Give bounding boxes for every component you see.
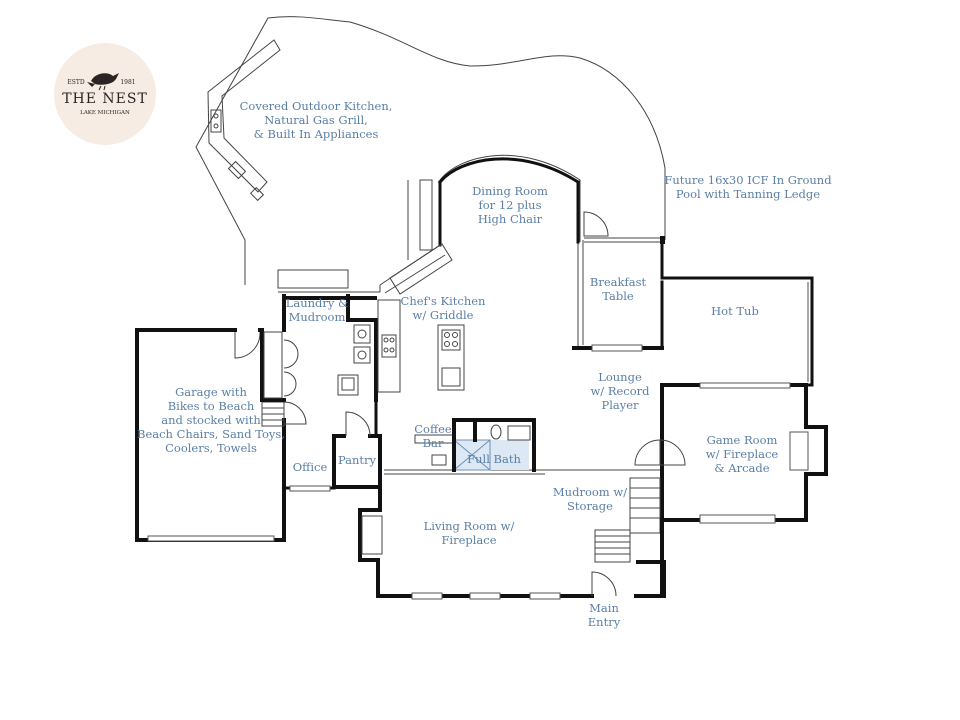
room-label-breakfast: Breakfast <box>590 275 647 289</box>
logo-year: 1981 <box>120 79 135 86</box>
room-label-living-room: Living Room w/ <box>424 519 515 533</box>
room-label-office: Office <box>293 460 328 474</box>
dining-bay-window-inner <box>437 157 581 185</box>
room-label-laundry: Laundry & <box>286 296 349 310</box>
room-label-pool: Future 16x30 ICF In Ground <box>664 173 832 187</box>
toilet-icon <box>490 424 502 440</box>
living-fireplace-icon <box>361 515 383 555</box>
mudroom-bench <box>263 331 283 399</box>
room-label-kitchen: Chef's Kitchen <box>401 294 487 308</box>
room-label-game-room: & Arcade <box>714 461 769 475</box>
room-label-pool: Pool with Tanning Ledge <box>676 187 820 201</box>
main-entry-door <box>591 571 617 597</box>
mudroom-stairs <box>594 477 661 563</box>
room-label-mudroom-storage: Mudroom w/ <box>553 485 627 499</box>
room-label-pantry: Pantry <box>338 453 377 467</box>
living-room-windows <box>411 592 561 600</box>
room-label-garage: Garage with <box>175 385 247 399</box>
lounge-door <box>634 439 661 466</box>
game-room-north-window <box>699 382 791 389</box>
room-label-lounge: Lounge <box>598 370 642 384</box>
room-label-mudroom-storage: Storage <box>567 499 613 513</box>
logo-estd: ESTD <box>67 79 84 86</box>
room-label-living-room: Fireplace <box>441 533 496 547</box>
dining-door-swing <box>583 211 609 237</box>
grill-icon <box>210 109 222 133</box>
room-label-dining: Dining Room <box>472 184 548 198</box>
room-label-dining: High Chair <box>478 212 543 226</box>
logo-place: LAKE MICHIGAN <box>80 110 130 116</box>
room-label-garage: and stocked with <box>161 413 261 427</box>
pantry-door <box>345 411 371 437</box>
room-label-dining: for 12 plus <box>479 198 542 212</box>
room-label-full-bath: Full Bath <box>467 452 521 466</box>
game-room-door <box>659 439 686 466</box>
kitchen-stove-icon <box>383 337 395 353</box>
game-room-window <box>699 514 776 524</box>
laundry-sink-icon <box>337 374 359 396</box>
room-label-outdoor-kitchen: & Built In Appliances <box>254 127 379 141</box>
room-label-outdoor-kitchen: Natural Gas Grill, <box>264 113 368 127</box>
room-label-outdoor-kitchen: Covered Outdoor Kitchen, <box>240 99 393 113</box>
room-label-coffee-bar: Bar <box>423 436 444 450</box>
cooktop-icon <box>444 332 458 347</box>
room-label-lounge: w/ Record <box>590 384 650 398</box>
logo-name: THE NEST <box>62 91 148 107</box>
bath-vanity-icon <box>507 425 531 441</box>
dining-post <box>660 236 665 244</box>
garage-entry-door <box>234 331 261 359</box>
room-label-hot-tub: Hot Tub <box>711 304 759 318</box>
room-label-main-entry: Entry <box>588 615 621 629</box>
garage-stairs <box>261 401 285 427</box>
breakfast-window <box>591 344 643 352</box>
room-label-garage: Beach Chairs, Sand Toys, <box>137 427 285 441</box>
kitchen-counters <box>377 243 465 393</box>
laundry-walls <box>260 294 378 402</box>
outdoor-kitchen-counter <box>207 39 281 193</box>
room-label-main-entry: Main <box>589 601 619 615</box>
room-label-coffee-bar: Coffee <box>414 422 452 436</box>
bird-icon <box>87 73 119 91</box>
room-label-game-room: w/ Fireplace <box>706 447 779 461</box>
room-label-game-room: Game Room <box>707 433 778 447</box>
laundry-closet-doors <box>283 339 299 397</box>
office-window <box>289 485 331 492</box>
game-fireplace-icon <box>789 431 809 471</box>
full-bath <box>452 418 536 472</box>
dining-bay-window <box>439 154 581 242</box>
coffee-bar-sink <box>431 454 447 466</box>
laundry-door <box>283 401 307 425</box>
pool-outline <box>195 16 666 285</box>
room-labels: Covered Outdoor Kitchen,Natural Gas Gril… <box>137 99 832 629</box>
logo: ESTD 1981 THE NEST LAKE MICHIGAN <box>54 43 156 145</box>
room-label-lounge: Player <box>601 398 639 412</box>
room-label-breakfast: Table <box>602 289 634 303</box>
room-label-garage: Coolers, Towels <box>165 441 257 455</box>
garage-door <box>147 535 275 542</box>
washer-dryer-icon <box>353 324 371 364</box>
room-label-garage: Bikes to Beach <box>168 399 255 413</box>
thin-walls <box>277 179 660 475</box>
room-label-laundry: Mudroom <box>289 310 346 324</box>
room-label-kitchen: w/ Griddle <box>413 308 474 322</box>
outdoor-sink-icon <box>227 160 265 202</box>
